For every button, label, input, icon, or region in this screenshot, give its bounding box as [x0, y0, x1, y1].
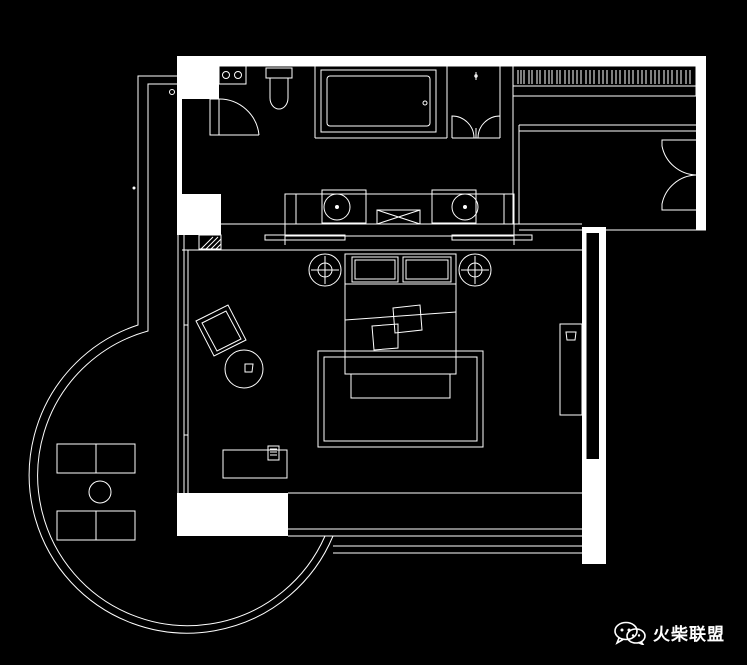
toilet — [265, 67, 293, 110]
armchair — [195, 304, 247, 357]
control-panel — [218, 65, 247, 85]
wardrobe-hangers — [517, 70, 691, 84]
shower-door-left — [451, 115, 475, 139]
sink-left — [323, 193, 351, 221]
lounge-set — [56, 443, 136, 541]
balcony — [28, 75, 334, 634]
bath-door-swing — [218, 98, 260, 136]
wechat-icon — [614, 621, 646, 645]
cushion-a — [371, 323, 399, 351]
round-table — [224, 349, 264, 389]
lamp-left — [308, 253, 342, 287]
wall-block-topleft — [177, 56, 219, 99]
walls — [177, 56, 706, 564]
tv-console — [559, 323, 583, 416]
side-table — [88, 480, 112, 504]
desk — [222, 445, 288, 479]
balcony-post — [169, 89, 175, 95]
cushion-b — [392, 304, 423, 334]
bathroom — [209, 65, 533, 245]
wardrobe — [512, 65, 706, 211]
vanity — [264, 189, 533, 245]
rug — [317, 350, 484, 448]
balcony-outer-wall — [28, 75, 334, 634]
bath-door — [209, 98, 220, 136]
pillow-right — [402, 256, 452, 283]
wall-hatch — [198, 234, 222, 250]
entrance-door — [661, 139, 706, 211]
shower-door-right — [477, 115, 501, 139]
wall-right-recess — [586, 233, 599, 459]
balcony-dot — [132, 186, 136, 190]
lamp-right — [458, 253, 492, 287]
sink-right — [451, 193, 479, 221]
watermark-text: 火柴联盟 — [653, 625, 725, 645]
bathtub — [320, 69, 437, 133]
bedroom — [195, 253, 583, 479]
top-wall — [177, 56, 706, 66]
shower — [451, 72, 501, 139]
watermark: 火柴联盟 — [613, 620, 725, 645]
wall-left-block — [177, 194, 221, 235]
bed-bench — [350, 373, 451, 399]
bed — [344, 253, 457, 399]
wall-block-bottomleft — [177, 493, 288, 536]
wall-left-upper — [177, 99, 182, 194]
wall-closet-right — [696, 56, 706, 230]
balcony-inner-wall — [37, 83, 326, 627]
pillow-left — [351, 256, 399, 283]
